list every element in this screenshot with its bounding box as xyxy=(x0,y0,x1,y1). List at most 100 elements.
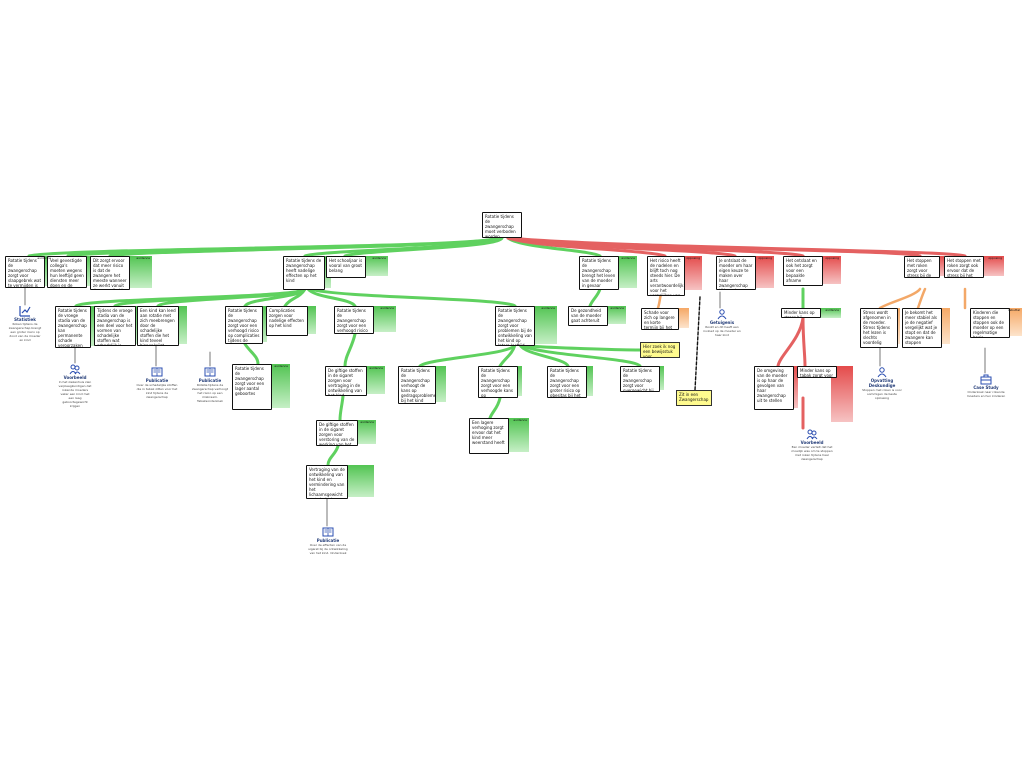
evidence-card[interactable]: Publicatie Over de effecten van de sigar… xyxy=(306,526,350,555)
argument-n1[interactable]: Rotatie tijdens de zwangerschap zorgt vo… xyxy=(5,256,53,288)
publication-icon xyxy=(322,527,334,537)
argument-n18[interactable]: Rotatie tijdens de zwangerschap zorgt vo… xyxy=(495,306,557,346)
note-m1[interactable]: Hier zoek ik nog een bewijsstuk voor xyxy=(640,342,680,359)
objection-n11[interactable]: Het stoppen met roken zorgt ook ervoor d… xyxy=(944,256,1004,278)
root-claim-text: Rotatie tijdens de zwangerschap moet ver… xyxy=(482,212,522,238)
objection-n10[interactable]: Het stoppen met roken zorgt voor stress … xyxy=(904,256,944,278)
evidence-desc: Over de effecten van de sigaret bij de o… xyxy=(308,543,348,555)
note-m2[interactable]: Zit in een Zwangerschap xyxy=(676,390,712,406)
argument-n27[interactable]: Rotatie tijdens de zwangerschap verhoogt… xyxy=(398,366,446,404)
objection-n34-text: Minder kans op tabak zorgt voor stoppen … xyxy=(797,366,837,378)
publication-icon xyxy=(151,367,163,377)
argument-n3[interactable]: Dit zorgt ervoor dat meer risico is dat … xyxy=(90,256,152,290)
evidence-card[interactable]: Voorbeeld Een moeder vertelt dat het moe… xyxy=(790,428,834,461)
argument-n29[interactable]: Rotatie tijdens de zwangerschap zorgt vo… xyxy=(547,366,593,398)
edge-n21-n33 xyxy=(776,316,805,368)
evidence-title: Case Study xyxy=(973,385,999,390)
rebuttal-n23[interactable]: Je bekomt het meer stabiel als je de neg… xyxy=(902,308,950,348)
argument-n28-text: Rotatie tijdens de zwangerschap zorgt vo… xyxy=(478,366,518,398)
objection-n9[interactable]: Het ontslaat en ook het zorgt voor een b… xyxy=(783,256,841,286)
support-tag xyxy=(604,306,626,324)
tag-label: evidence xyxy=(621,256,635,260)
argument-n4[interactable]: Rotatie tijdens de zwangerschap heeft na… xyxy=(283,256,331,290)
tag-label: evidence xyxy=(380,306,394,310)
edge-n28-n32 xyxy=(488,396,502,420)
root-claim[interactable]: Rotatie tijdens de zwangerschap moet ver… xyxy=(482,212,522,238)
argument-n17[interactable]: Rotatie tijdens de zwangerschap zorgt vo… xyxy=(334,306,396,334)
tag-label: evidence xyxy=(360,420,374,424)
support-tag xyxy=(531,306,557,344)
edge-n6-n19 xyxy=(588,287,602,308)
edge-n4-n18 xyxy=(308,287,517,308)
evidence-card[interactable]: Publicatie Over de schadelijke stoffen d… xyxy=(136,366,178,399)
evidence-desc: Rotatie tijdens de zwangerschap verhoogt… xyxy=(191,383,229,403)
evidence-desc: Stoppen met roken is voor sommigen de be… xyxy=(862,388,902,400)
argument-n5[interactable]: Het schooljaar is vooral van groot belan… xyxy=(326,256,388,278)
statistic-icon xyxy=(19,306,31,317)
tag-label: evidence xyxy=(372,256,386,260)
tag-label: evidence xyxy=(136,256,150,260)
rebuttal-n22[interactable]: Stress wordt afgenomen in de moeder. Str… xyxy=(860,308,900,348)
tag-label: evidence xyxy=(541,306,555,310)
expert-icon xyxy=(877,367,887,378)
objection-n8[interactable]: Je ontslaat de moeder om haar eigen keuz… xyxy=(716,256,774,290)
evidence-title: Voorbeeld xyxy=(63,375,87,380)
case-icon xyxy=(980,374,992,385)
argument-n16-text: Complicaties zorgen voor nadelige effect… xyxy=(266,306,308,336)
objection-n33-text: De omgeving van de moeder is op haar de … xyxy=(754,366,794,410)
oppose-tag xyxy=(681,256,702,290)
argument-n21[interactable]: Minder kans op stress bij moeder evidenc… xyxy=(781,308,841,318)
evidence-title: Voorbeeld xyxy=(800,440,824,445)
evidence-desc: Rookt en dit heeft een invloed op de moe… xyxy=(703,325,741,337)
argument-n6[interactable]: Rotatie tijdens de zwangerschap brengt h… xyxy=(579,256,637,290)
rebuttal-n20[interactable]: Schade voor zich op langere en korte ter… xyxy=(641,308,689,330)
support-tag xyxy=(817,308,841,318)
edge-n18-n30 xyxy=(520,343,642,368)
evidence-desc: Over de schadelijke stoffen die in tabak… xyxy=(136,383,178,399)
tag-label: opposing xyxy=(825,256,839,260)
argument-n12[interactable]: Rotatie tijdens de vroege stadia van de … xyxy=(55,306,95,348)
evidence-card[interactable]: Publicatie Rotatie tijdens de zwangersch… xyxy=(190,366,230,403)
argument-n2[interactable]: Veel gevestigde collega's moeten wegens … xyxy=(47,256,95,288)
evidence-title: Getuigenis xyxy=(709,320,735,325)
argument-n5-text: Het schooljaar is vooral van groot belan… xyxy=(326,256,366,278)
argument-n12-text: Rotatie tijdens de vroege stadia van de … xyxy=(55,306,91,348)
objection-n8-text: Je ontslaat de moeder om haar eigen keuz… xyxy=(716,256,756,290)
argument-n19[interactable]: De gezondheid van de moeder gaat achteru… xyxy=(568,306,626,326)
argument-n14[interactable]: Een kind kan leed aan rotatie met zich m… xyxy=(137,306,187,346)
evidence-card[interactable]: Getuigenis Rookt en dit heeft een invloe… xyxy=(702,308,742,337)
argument-n21-text: Minder kans op stress bij moeder xyxy=(781,308,821,318)
support-tag xyxy=(126,256,152,288)
argument-n26[interactable]: De giftige stoffen in de sigaret zorgen … xyxy=(325,366,385,396)
argument-n4-text: Rotatie tijdens de zwangerschap heeft na… xyxy=(283,256,325,290)
evidence-card[interactable]: Statistiek Roken tijdens de zwangerschap… xyxy=(8,305,42,342)
argument-n32-text: Een lagere verhoging zorgt ervoor dat he… xyxy=(469,418,509,454)
argument-n32[interactable]: Een lagere verhoging zorgt ervoor dat he… xyxy=(469,418,529,454)
argument-n31[interactable]: De giftige stoffen in de sigaret zorgen … xyxy=(316,420,376,446)
evidence-title: Publicatie xyxy=(316,538,340,543)
evidence-title: Statistiek xyxy=(14,317,36,322)
edge-n10-n22 xyxy=(916,287,927,310)
argument-n35[interactable]: Vertraging van de ontwikkeling van het k… xyxy=(306,465,374,499)
oppose-tag xyxy=(819,256,841,284)
objection-n10-text: Het stoppen met roken zorgt voor stress … xyxy=(904,256,940,278)
evidence-card[interactable]: Opvatting Deskundige Stoppen met roken i… xyxy=(862,366,902,400)
evidence-card[interactable]: Case Study Onderzoek naar rokende moeder… xyxy=(966,373,1006,398)
argument-n16[interactable]: Complicaties zorgen voor nadelige effect… xyxy=(266,306,316,336)
edge-root-n5 xyxy=(343,236,504,258)
rebuttal-n24[interactable]: Kinderen die stoppen en stoppen ook de m… xyxy=(970,308,1022,338)
argument-n30[interactable]: Rotatie tijdens de zwangerschap zorgt vo… xyxy=(620,366,664,392)
evidence-card[interactable]: Voorbeeld In het ziekenhuis zien verplee… xyxy=(58,363,92,408)
argument-n28[interactable]: Rotatie tijdens de zwangerschap zorgt vo… xyxy=(478,366,522,398)
argument-n14-text: Een kind kan leed aan rotatie met zich m… xyxy=(137,306,179,346)
argument-n25[interactable]: Rotatie tijdens de zwangerschap zorgt vo… xyxy=(232,364,290,410)
objection-n34[interactable]: Minder kans op tabak zorgt voor stoppen … xyxy=(797,366,853,422)
expert-icon xyxy=(806,429,818,440)
argument-n15-text: Rotatie tijdens de zwangerschap zorgt vo… xyxy=(225,306,263,344)
edge-n18-n28 xyxy=(498,343,517,368)
argument-n13[interactable]: Tijdens de vroege stadia van de zwangers… xyxy=(94,306,140,346)
objection-n7[interactable]: Het risico heeft de nadelen en blijft to… xyxy=(647,256,702,296)
objection-n33[interactable]: De omgeving van de moeder is op haar de … xyxy=(754,366,798,410)
argument-n15[interactable]: Rotatie tijdens de zwangerschap zorgt vo… xyxy=(225,306,267,344)
